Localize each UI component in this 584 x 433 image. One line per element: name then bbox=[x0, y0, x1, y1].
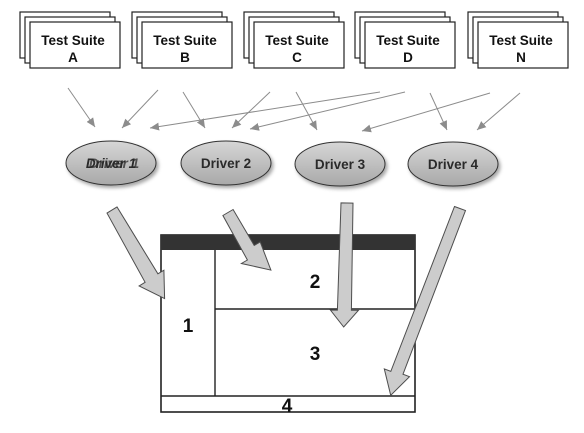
connector-arrow bbox=[67, 87, 96, 128]
driver-label: Driver 3 bbox=[315, 157, 366, 172]
region-4-label: 4 bbox=[282, 396, 293, 417]
block-arrow-driver-1 bbox=[106, 206, 166, 300]
suite-letter: C bbox=[292, 50, 302, 65]
driver-3: Driver 3 bbox=[294, 141, 386, 187]
connector-arrow bbox=[295, 91, 318, 131]
region-2-label: 2 bbox=[310, 272, 321, 293]
test-suites: Test Suite A Test Suite B Test Suite C T… bbox=[19, 11, 569, 69]
driver-2: Driver 2 bbox=[180, 140, 272, 186]
suite-to-driver-arrows bbox=[67, 87, 521, 133]
driver-1: Driver 1 Driver 1 bbox=[65, 140, 157, 186]
drivers: Driver 1 Driver 1 Driver 2 Driver 3 Driv… bbox=[65, 140, 499, 187]
driver-label: Driver 4 bbox=[428, 157, 479, 172]
window-frame bbox=[160, 234, 416, 413]
driver-ellipse bbox=[180, 140, 272, 186]
block-arrow-driver-4 bbox=[383, 205, 467, 397]
test-suite-a: Test Suite A bbox=[19, 11, 121, 69]
suite-letter: N bbox=[516, 50, 526, 65]
connector-arrow bbox=[121, 89, 159, 129]
block-arrow-driver-2 bbox=[222, 208, 272, 271]
suite-letter: D bbox=[403, 50, 413, 65]
driver-4: Driver 4 bbox=[407, 141, 499, 187]
driver-ellipse bbox=[407, 141, 499, 187]
suite-letter: A bbox=[68, 50, 78, 65]
suite-title: Test Suite bbox=[41, 33, 105, 48]
suite-title: Test Suite bbox=[376, 33, 440, 48]
driver-label: Driver 1 bbox=[86, 156, 136, 171]
region-1-label: 1 bbox=[183, 316, 194, 337]
driver-label-overlap: Driver 1 bbox=[89, 156, 139, 171]
suite-title: Test Suite bbox=[153, 33, 217, 48]
connector-arrow bbox=[182, 91, 206, 129]
window-titlebar bbox=[161, 235, 415, 250]
connector-arrow bbox=[149, 91, 381, 131]
suite-page-front bbox=[29, 21, 121, 69]
test-suite-d: Test Suite D bbox=[354, 11, 456, 69]
suite-page-front bbox=[364, 21, 456, 69]
connector-arrow bbox=[361, 92, 491, 133]
driver-ellipse bbox=[65, 140, 157, 186]
suite-title: Test Suite bbox=[265, 33, 329, 48]
block-arrow-driver-3 bbox=[329, 202, 360, 328]
test-suite-c: Test Suite C bbox=[243, 11, 345, 69]
suite-page-front bbox=[477, 21, 569, 69]
region-3-label: 3 bbox=[310, 344, 321, 365]
driver-label: Driver 2 bbox=[201, 156, 251, 171]
connector-arrow bbox=[231, 91, 271, 129]
driver-ellipse bbox=[294, 141, 386, 187]
suite-title: Test Suite bbox=[489, 33, 553, 48]
test-suite-b: Test Suite B bbox=[131, 11, 233, 69]
connector-arrow bbox=[249, 91, 406, 131]
screen-window: 1 2 3 4 bbox=[160, 234, 416, 417]
suite-page-front bbox=[253, 21, 345, 69]
suite-page-front bbox=[141, 21, 233, 69]
suite-letter: B bbox=[180, 50, 190, 65]
driver-to-region-arrows bbox=[106, 202, 467, 397]
test-suite-n: Test Suite N bbox=[467, 11, 569, 69]
connector-arrow bbox=[429, 92, 448, 131]
connector-arrow bbox=[476, 92, 521, 131]
